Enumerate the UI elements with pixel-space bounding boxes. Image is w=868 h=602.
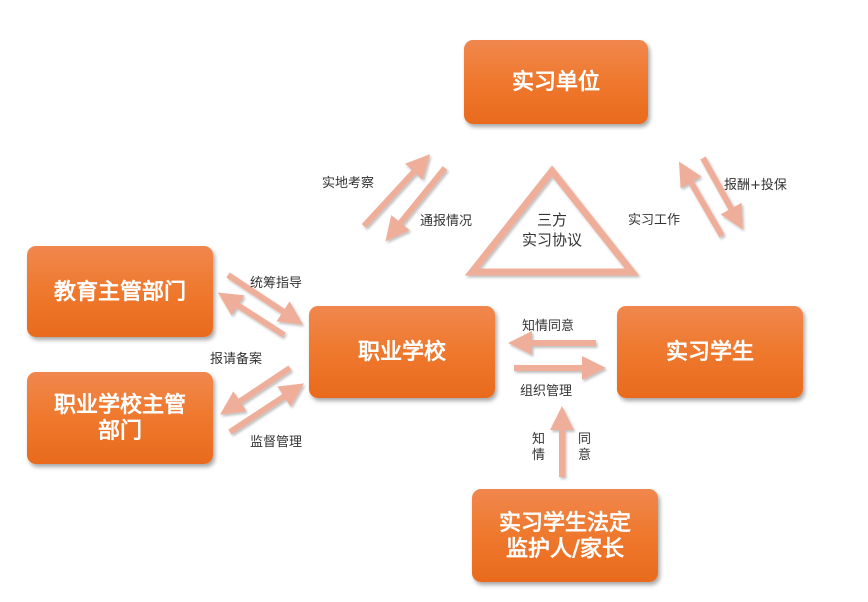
arrow-internship-work — [678, 161, 725, 238]
label-organize-manage: 组织管理 — [520, 384, 573, 399]
arrow-report-situation — [385, 166, 448, 242]
node-vocational-school[interactable]: 职业学校 — [309, 306, 495, 398]
label-guardian-informed: 知情 — [532, 432, 546, 463]
label-internship-work: 实习工作 — [628, 213, 681, 228]
node-intern-student[interactable]: 实习学生 — [617, 306, 803, 398]
agreement-line1: 三方 — [536, 211, 567, 229]
arrow-overall-guidance — [226, 272, 304, 325]
arrow-site-inspection — [361, 154, 431, 229]
node-school-authority[interactable]: 职业学校主管部门 — [27, 372, 213, 464]
agreement-line2: 实习协议 — [521, 231, 582, 249]
arrow-supervision — [220, 365, 292, 415]
arrow-report-filing — [217, 292, 286, 338]
node-internship-unit[interactable]: 实习单位 — [464, 40, 648, 124]
label-informed-consent: 知情同意 — [522, 319, 575, 334]
node-edu-authority[interactable]: 教育主管部门 — [27, 246, 213, 337]
label-report-filing: 报请备案 — [210, 352, 263, 367]
node-guardian[interactable]: 实习学生法定监护人/家长 — [472, 489, 658, 582]
arrow-supervision-return — [228, 383, 305, 435]
label-supervision: 监督管理 — [250, 435, 303, 450]
arrow-pay-insurance — [700, 156, 743, 230]
agreement-triangle — [464, 165, 640, 276]
label-overall-guidance: 统筹指导 — [250, 276, 303, 291]
label-pay-insurance: 报酬+投保 — [724, 178, 787, 193]
label-guardian-consent: 同意 — [578, 432, 592, 463]
label-site-inspection: 实地考察 — [322, 176, 375, 191]
label-report-situation: 通报情况 — [420, 214, 473, 229]
agreement-label: 三方 实习协议 — [502, 210, 602, 250]
